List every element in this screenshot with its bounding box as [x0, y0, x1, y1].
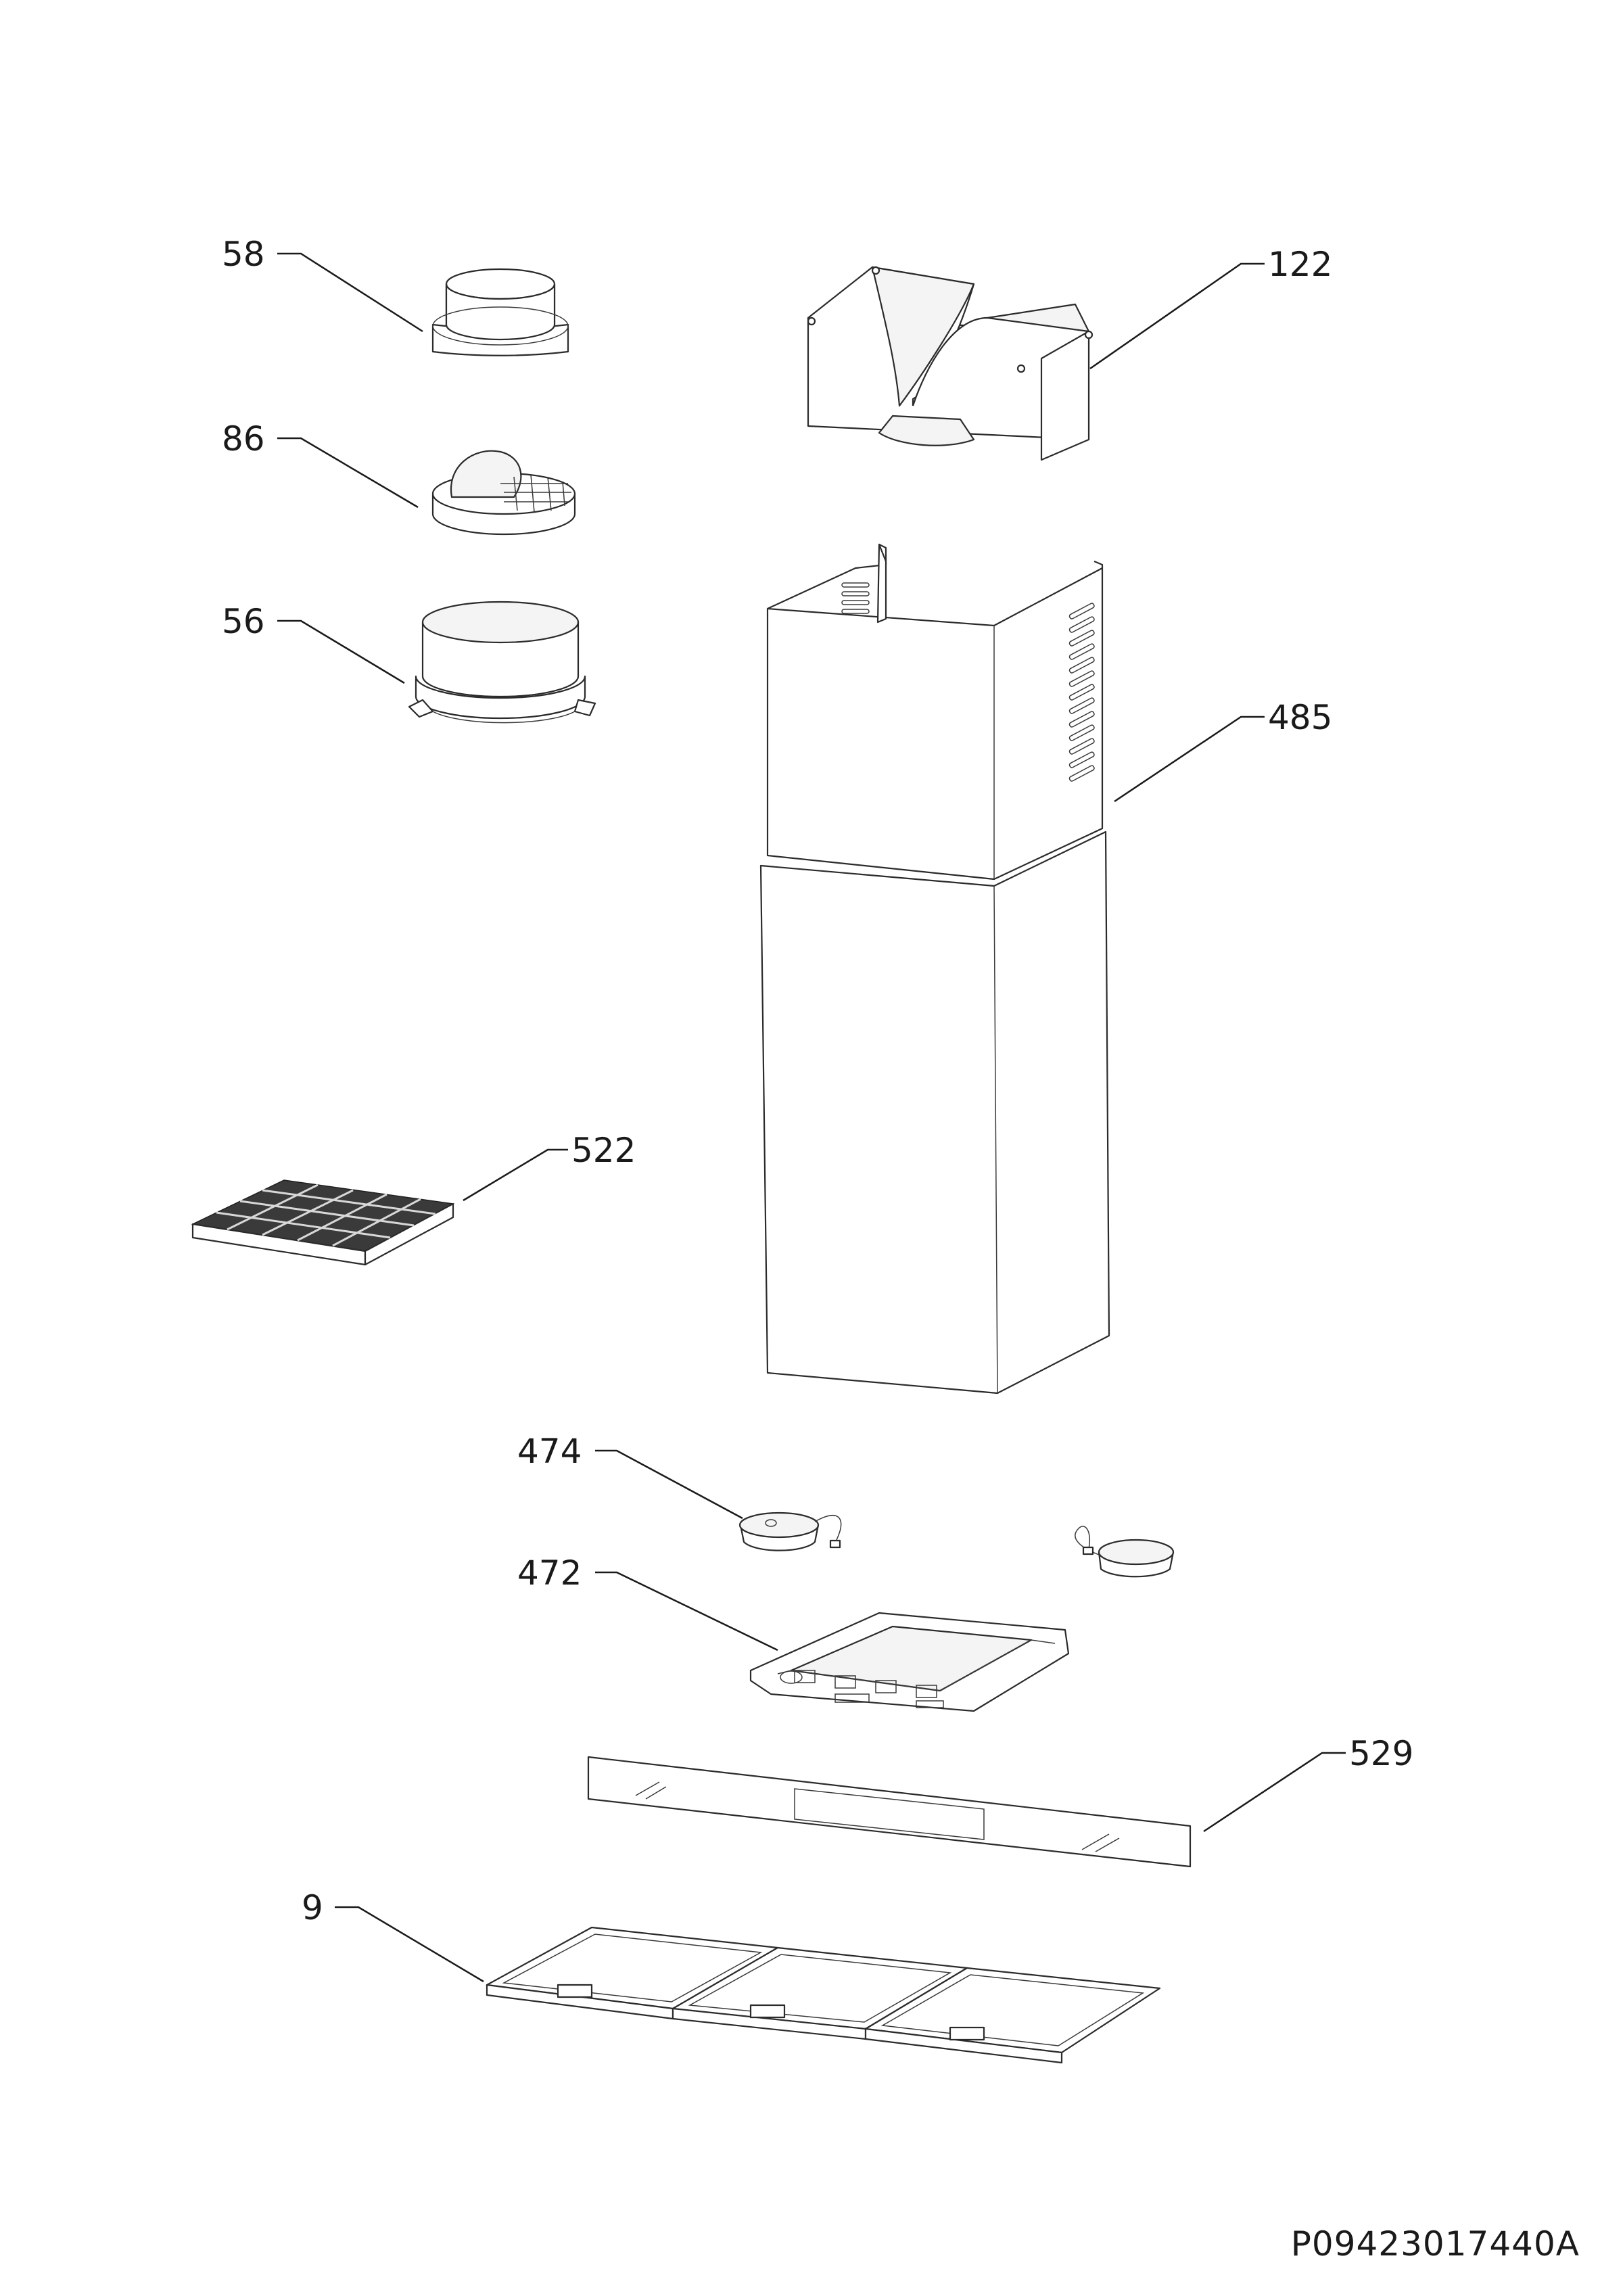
callout-86: 86: [222, 419, 265, 459]
callout-474: 474: [517, 1432, 582, 1471]
part-56-adaptor-ring: [408, 601, 596, 724]
callout-labels: 58 86 56 122 485 522 474 472 529 9: [222, 235, 1413, 1927]
callout-522: 522: [571, 1131, 636, 1170]
part-58-duct-connector: [431, 268, 569, 356]
leader-9: [335, 1906, 484, 1983]
part-472-lamp-frame: [749, 1612, 1070, 1712]
leader-58: [277, 252, 423, 333]
leader-522: [463, 1148, 568, 1202]
part-86-backdraft-damper: [431, 450, 576, 536]
callout-472: 472: [517, 1553, 582, 1593]
part-522-carbon-filter: [191, 1179, 455, 1266]
callout-529: 529: [1349, 1734, 1413, 1773]
part-9-grease-filter: [486, 1926, 1161, 2064]
callout-9: 9: [302, 1888, 323, 1927]
callout-58: 58: [222, 235, 265, 274]
callout-56: 56: [222, 602, 265, 641]
leader-122: [1089, 262, 1265, 370]
part-122-air-deflector: [807, 266, 1093, 461]
leader-472: [595, 1571, 778, 1651]
part-529-glass-panel: [587, 1756, 1192, 1868]
leader-56: [277, 619, 405, 684]
part-485-chimney: [759, 543, 1110, 1395]
leader-485: [1114, 716, 1265, 803]
leader-529: [1203, 1752, 1346, 1833]
part-474-lamp: [738, 1512, 842, 1551]
leader-lines: [277, 252, 1346, 1983]
leader-86: [277, 437, 419, 509]
callout-122: 122: [1268, 245, 1332, 284]
document-id: P09423017440A: [1290, 2224, 1580, 2264]
lamp-second-unit: [1075, 1526, 1175, 1578]
callout-485: 485: [1268, 698, 1332, 737]
leader-474: [595, 1449, 743, 1520]
